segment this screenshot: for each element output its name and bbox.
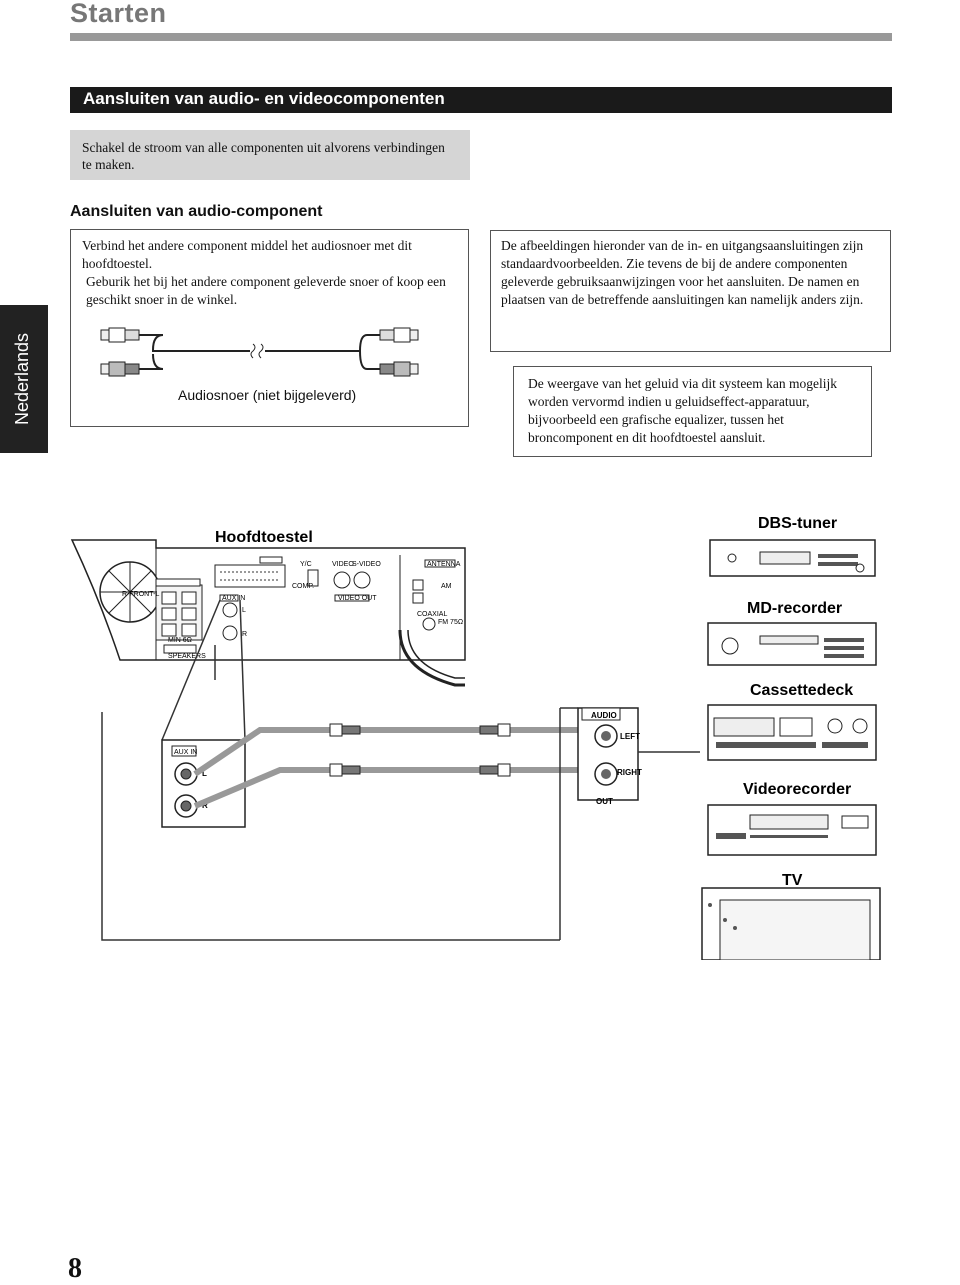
section-title: Aansluiten van audio- en videocomponente… (83, 89, 445, 108)
cable-label: Audiosnoer (niet bijgeleverd) (178, 387, 357, 403)
panel-label-fm: FM 75Ω (438, 619, 463, 626)
section-bar (70, 87, 892, 113)
panel-label-speakers: SPEAKERS (168, 653, 206, 660)
audio-cable-illustration (100, 327, 419, 377)
device-label-tv: TV (782, 872, 803, 889)
main-unit-label: Hoofdtoestel (215, 529, 313, 546)
right-label: RIGHT (617, 768, 642, 777)
device-label-videorecorder: Videorecorder (743, 781, 851, 798)
audio-text-line1: Verbind het andere component middel het … (82, 238, 412, 271)
audio-label: AUDIO (591, 711, 617, 720)
out-label: OUT (596, 797, 613, 806)
device-group-lines (559, 707, 700, 940)
info-box-distortion-note: De weergave van het geluid via dit syste… (513, 366, 872, 457)
sub-heading: Aansluiten van audio-component (70, 203, 323, 220)
tv (701, 887, 881, 960)
panel-label-am: AM (441, 583, 452, 590)
language-tab-label: Nederlands (12, 332, 32, 426)
dbs-tuner (709, 539, 876, 577)
left-label: LEFT (620, 732, 640, 741)
md-recorder (707, 622, 877, 666)
title-rule (70, 33, 892, 41)
panel-label-coaxial: COAXIAL (417, 611, 447, 618)
main-unit-rear-panel (70, 539, 466, 687)
panel-label-r-small: R (242, 631, 247, 638)
jack-l-label: L (202, 769, 207, 778)
info-box-standard-examples: De afbeeldingen hieronder van de in- en … (490, 230, 891, 352)
videorecorder (707, 804, 877, 856)
panel-label-min: MIN 6Ω (168, 637, 192, 644)
cable-plugs (329, 723, 511, 777)
panel-label-aux-small: AUX IN (222, 595, 245, 602)
panel-label-video: VIDEO (332, 561, 354, 568)
panel-label-comp: COMP. (292, 583, 314, 590)
audio-cables (193, 727, 580, 809)
audio-connection-box (70, 229, 469, 427)
panel-label-antenna: ANTENNA (427, 561, 461, 568)
audio-text-line2: Geburik het bij het andere component gel… (86, 274, 446, 307)
language-tab (0, 305, 48, 453)
device-audio-out-panel (577, 707, 639, 801)
cassettedeck (707, 704, 877, 761)
panel-label-video-out: VIDEO OUT (338, 595, 377, 602)
callout-lines (101, 599, 560, 941)
panel-label-l-small: L (242, 607, 246, 614)
device-label-dbs-tuner: DBS-tuner (758, 515, 837, 532)
device-label-md-recorder: MD-recorder (747, 600, 842, 617)
aux-in-label: AUX IN (174, 749, 197, 756)
panel-label-front: R-FRONT-L (122, 591, 159, 598)
panel-label-yc: Y/C (300, 561, 312, 568)
audio-connection-text: Verbind het andere component middel het … (82, 237, 462, 309)
notice-box: Schakel de stroom van alle componenten u… (70, 130, 470, 180)
page-number: 8 (68, 1253, 82, 1284)
panel-label-s-video: S-VIDEO (352, 561, 381, 568)
connection-diagram: R-FRONT-L SPEAKERS MIN 6Ω AUX IN L R VID… (70, 515, 881, 960)
jack-r-label: R (202, 801, 208, 810)
page-title: Starten (70, 0, 167, 28)
device-label-cassettedeck: Cassettedeck (750, 682, 853, 699)
